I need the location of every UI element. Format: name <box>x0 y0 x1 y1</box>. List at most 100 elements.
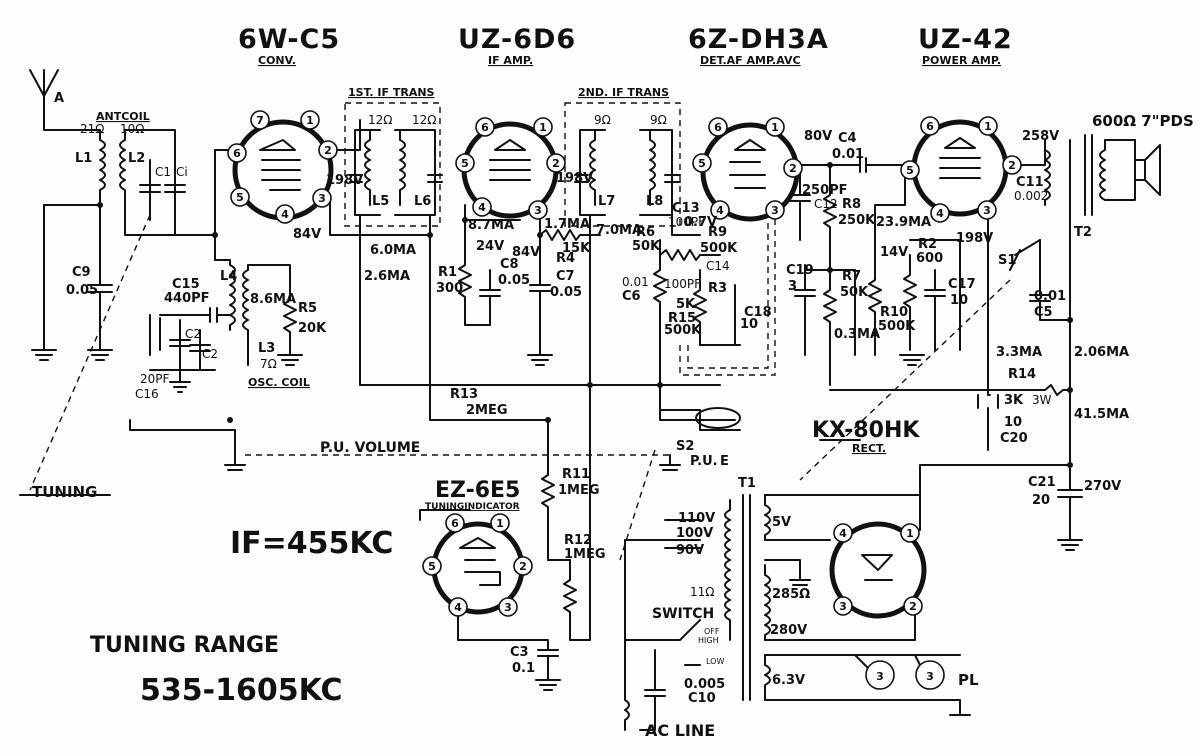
svg-text:2: 2 <box>519 560 527 573</box>
annotations: 198V 84V 6.0MA 2.6MA 8.6MA 8.7MA 24V 84V… <box>80 113 1129 688</box>
c5-value: 0.01 <box>1034 289 1066 304</box>
tube-func-kx80hk: RECT. <box>852 442 886 455</box>
c3-label: C3 <box>510 645 529 660</box>
ma26: 2.6MA <box>364 269 410 284</box>
v63: 6.3V <box>772 673 805 688</box>
ac-line-label: AC LINE <box>645 721 715 740</box>
c10-label: C10 <box>688 691 716 706</box>
v100: 100V <box>676 526 713 541</box>
tuning-label: TUNING <box>32 483 97 501</box>
svg-text:4: 4 <box>478 201 486 214</box>
c1-label: C1 <box>155 165 171 179</box>
svg-text:4: 4 <box>281 208 289 221</box>
ma6: 6.0MA <box>370 243 416 258</box>
v110: 110V <box>678 511 715 526</box>
ma239: 23.9MA <box>876 215 931 230</box>
svg-text:2: 2 <box>789 162 797 175</box>
tuning-range-value: 535-1605KC <box>140 673 343 708</box>
osc-coil-label: OSC. COIL <box>248 376 310 389</box>
component-labels: A L1 L2 C1 Ci C9 0.05 C15 440PF C2 C2 20… <box>54 91 1092 706</box>
s1-label: S1 <box>998 253 1016 268</box>
tube-uz42: 6 1 5 2 4 3 <box>900 116 1022 223</box>
speaker-label: 600Ω 7"PDS <box>1092 112 1194 130</box>
r14-value: 3K <box>1004 393 1024 408</box>
v07: 0.7V <box>684 215 717 230</box>
svg-text:3: 3 <box>771 204 779 217</box>
t2-label: T2 <box>1074 225 1092 240</box>
r1-value: 300 <box>436 281 463 296</box>
r9-value: 500K <box>700 241 738 256</box>
r5-value: 20K <box>298 321 327 336</box>
svg-text:6: 6 <box>714 121 722 134</box>
tube-6zdh3a: 6 1 5 2 4 3 <box>692 117 803 222</box>
c19-value: 3 <box>788 279 797 294</box>
ma206: 2.06MA <box>1074 345 1129 360</box>
r12-value: 1MEG <box>564 547 606 562</box>
r7-label: R7 <box>842 269 861 284</box>
svg-text:6: 6 <box>481 121 489 134</box>
l3-label: L3 <box>258 341 275 356</box>
svg-text:6: 6 <box>926 120 934 133</box>
tube-title-6zdh3a: 6Z-DH3A <box>688 24 829 55</box>
if-transformer-1-box <box>344 102 441 227</box>
if1-label: 1ST. IF TRANS <box>348 86 435 99</box>
ma33: 3.3MA <box>996 345 1042 360</box>
svg-text:1: 1 <box>906 527 914 540</box>
svg-text:2: 2 <box>1008 159 1016 172</box>
r14-watt: 3W <box>1032 393 1052 407</box>
svg-text:3: 3 <box>318 192 326 205</box>
tube-ez6e5: 6 1 5 2 4 3 <box>422 513 533 617</box>
l6-label: L6 <box>414 194 431 209</box>
tube-func-ez6e5: TUNINGINDICATOR <box>425 502 520 512</box>
v198b: 198V <box>556 171 593 186</box>
svg-text:3: 3 <box>983 204 991 217</box>
c6-value: 0.01 <box>622 275 649 289</box>
l5-label: L5 <box>372 194 389 209</box>
switch-off: OFF <box>704 627 720 636</box>
v80: 80V <box>804 129 832 144</box>
r13-label: R13 <box>450 387 478 402</box>
svg-text:4: 4 <box>454 601 462 614</box>
svg-text:5: 5 <box>236 191 244 204</box>
r8-label: R8 <box>842 197 861 212</box>
tube-func-uz6d6: IF AMP. <box>488 54 533 67</box>
c5-label: C5 <box>1034 305 1053 320</box>
r11-label: R11 <box>562 467 590 482</box>
c9-label: C9 <box>72 265 91 280</box>
r14-label: R14 <box>1008 367 1036 382</box>
r3-label: R3 <box>708 281 727 296</box>
r6-value: 50K <box>632 239 661 254</box>
c16-label: C16 <box>135 387 159 401</box>
r13-value: 2MEG <box>466 403 508 418</box>
r12-label: R12 <box>564 533 592 548</box>
r4-value: 15K <box>562 241 591 256</box>
r3-value: 5K <box>676 297 696 312</box>
r10-value: 500K <box>878 319 916 334</box>
c4-label: C4 <box>838 131 857 146</box>
switch-low: LOW <box>706 657 724 666</box>
pu-volume-label: P.U. VOLUME <box>320 440 420 456</box>
tube-6wc5: 7 1 6 2 5 3 4 <box>227 110 338 224</box>
c8-value: 0.05 <box>498 273 530 288</box>
svg-text:1: 1 <box>771 121 779 134</box>
switch-high: HIGH <box>698 636 719 645</box>
if-frequency-note: IF=455KC <box>230 526 393 561</box>
r15-value: 500K <box>664 323 702 338</box>
c11-label: C11 <box>1016 175 1044 190</box>
svg-text:3: 3 <box>926 670 934 683</box>
r9a: 9Ω <box>594 113 611 127</box>
tube-uz6d6: 6 1 5 2 4 3 <box>455 117 566 220</box>
svg-text:4: 4 <box>839 527 847 540</box>
c14-label: C14 <box>706 259 730 273</box>
junction-dots <box>97 162 1073 468</box>
svg-text:2: 2 <box>552 157 560 170</box>
ma86: 8.6MA <box>250 292 296 307</box>
c13-label: C13 <box>672 201 700 216</box>
v90: 90V <box>676 543 704 558</box>
c12-value: 250PF <box>802 183 848 198</box>
ma70: 7.0MA <box>596 223 642 238</box>
v14: 14V <box>880 245 908 260</box>
r2-label: R2 <box>918 237 937 252</box>
svg-text:4: 4 <box>936 207 944 220</box>
